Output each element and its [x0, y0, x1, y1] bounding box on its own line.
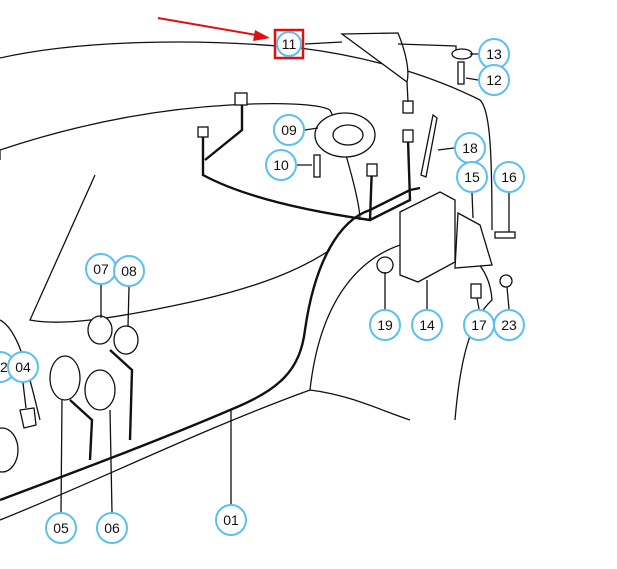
callout-label: 06: [104, 520, 120, 536]
leader-lines: [22, 41, 510, 513]
screw: [457, 61, 465, 85]
callout-label: 13: [486, 46, 502, 62]
clip-04: [19, 407, 37, 429]
callout-circle: [265, 149, 297, 181]
callout-circle: [113, 255, 145, 287]
callout-08[interactable]: 08: [113, 255, 145, 287]
callout-label: 01: [223, 512, 239, 528]
callout-label: 18: [462, 140, 478, 156]
callout-17[interactable]: 17: [463, 309, 495, 341]
car-side-window: [0, 150, 331, 323]
callout-circle: [493, 309, 525, 341]
wiring-branch-upper: [201, 130, 374, 222]
screw: [313, 154, 321, 178]
callout-04[interactable]: 04: [7, 351, 39, 383]
callout-circle: [96, 512, 128, 544]
callout-07[interactable]: 07: [85, 253, 117, 285]
callout-18[interactable]: 18: [454, 132, 486, 164]
callout-label: 12: [486, 72, 502, 88]
trim-strip: [420, 113, 438, 178]
connector: [366, 163, 378, 177]
bolt: [494, 231, 516, 239]
callout-label: 19: [377, 317, 393, 333]
callout-label: 10: [273, 157, 289, 173]
pointer-arrow: [157, 17, 263, 37]
pointer-arrowhead: [253, 30, 270, 41]
callout-circle: [276, 31, 302, 57]
callout-label: 04: [15, 359, 31, 375]
callout-circle: [493, 161, 525, 193]
callout-10[interactable]: 10: [265, 149, 297, 181]
callout-circle: [273, 114, 305, 146]
callout-circle: [7, 351, 39, 383]
connector: [402, 100, 414, 114]
callout-label: 16: [501, 169, 517, 185]
clip: [470, 283, 482, 299]
callout-label: 07: [93, 261, 109, 277]
tweeter-wire: [406, 81, 409, 103]
car-roof-outline: [0, 41, 493, 231]
hose-clamp: [376, 256, 394, 274]
connector: [197, 126, 209, 138]
wiring-branch-front: [69, 349, 134, 461]
wiring-harness: [0, 186, 421, 502]
callout-circle: [215, 504, 247, 536]
callout-layer: 11 13 12 09 10 18 15 16 07 08 02 04 19 14 17 23 05 06 01: [0, 28, 525, 544]
connector: [402, 129, 414, 143]
speaker-front: [49, 355, 81, 401]
callout-16[interactable]: 16: [493, 161, 525, 193]
speaker-cone: [332, 124, 364, 146]
callout-circle: [411, 309, 443, 341]
tweeter-housing: [340, 32, 409, 84]
callout-11[interactable]: 11: [273, 28, 305, 60]
callout-09[interactable]: 09: [273, 114, 305, 146]
callout-label: 05: [53, 520, 69, 536]
wiring-branch-lower: [204, 100, 244, 161]
speaker-grille: [113, 325, 139, 355]
speaker-front: [87, 315, 113, 345]
callout-circle: [456, 161, 488, 193]
callout-23[interactable]: 23: [493, 309, 525, 341]
callout-label: 08: [121, 263, 137, 279]
car-sill: [0, 389, 411, 521]
callout-label: 23: [501, 317, 517, 333]
wiring-branch-rear: [369, 139, 412, 222]
callout-label: 14: [419, 317, 435, 333]
callout-14[interactable]: 14: [411, 309, 443, 341]
callout-circle: [45, 512, 77, 544]
callout-12[interactable]: 12: [478, 64, 510, 96]
callout-15[interactable]: 15: [456, 161, 488, 193]
highlight-box: [273, 28, 305, 60]
washer: [451, 48, 473, 60]
callout-circle: [369, 309, 401, 341]
callout-label: 02: [0, 359, 8, 375]
callout-circle: [478, 64, 510, 96]
connector: [234, 92, 248, 106]
amplifier: [399, 191, 456, 283]
callout-label: 09: [281, 122, 297, 138]
callout-05[interactable]: 05: [45, 512, 77, 544]
callout-label: 15: [464, 169, 480, 185]
callout-label: 17: [471, 317, 487, 333]
speaker-grille: [84, 369, 116, 411]
nut: [499, 274, 513, 288]
callout-19[interactable]: 19: [369, 309, 401, 341]
car-rear-window: [0, 102, 331, 151]
bracket: [454, 211, 493, 269]
callout-06[interactable]: 06: [96, 512, 128, 544]
callout-label: 11: [282, 36, 297, 52]
speaker-partial: [0, 427, 19, 473]
callout-01[interactable]: 01: [215, 504, 247, 536]
